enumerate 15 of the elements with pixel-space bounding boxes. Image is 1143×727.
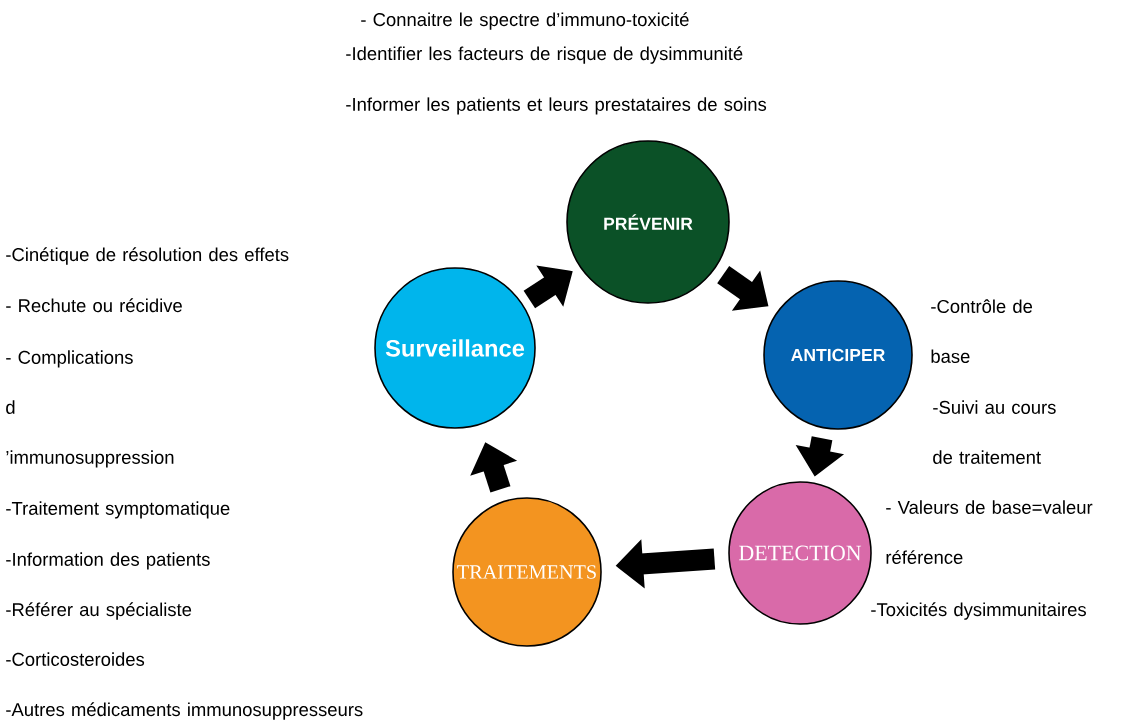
list-item: -Cinétique de résolution des effets [6, 247, 289, 265]
list-item: -Traitement symptomatique [6, 501, 230, 519]
list-item: -Contrôle de base [931, 299, 1033, 363]
list-item: - Rechute ou récidive [6, 298, 182, 313]
list-item: -Toxicités dysimmunitaires [871, 602, 1086, 620]
list-item: - Complications d ’immunosuppression [6, 350, 174, 468]
list-item: -Identifier les facteurs de risque de dysimmunité [346, 46, 743, 64]
list-item: -Référer au spécialiste [6, 602, 192, 620]
list-item: - Valeurs de base=valeur référence [886, 500, 1093, 564]
list-item: - Connaitre le spectre d’immuno-toxicité [361, 12, 689, 30]
list-item: -Corticosteroides [6, 652, 145, 666]
list-item: -Suivi au cours de traitement [933, 400, 1056, 464]
list-item: -Autres médicaments immunosuppresseurs [6, 702, 363, 720]
list-item: -Information des patients [6, 552, 210, 570]
list-item: -Informer les patients et leurs prestataires de soins [346, 97, 767, 115]
